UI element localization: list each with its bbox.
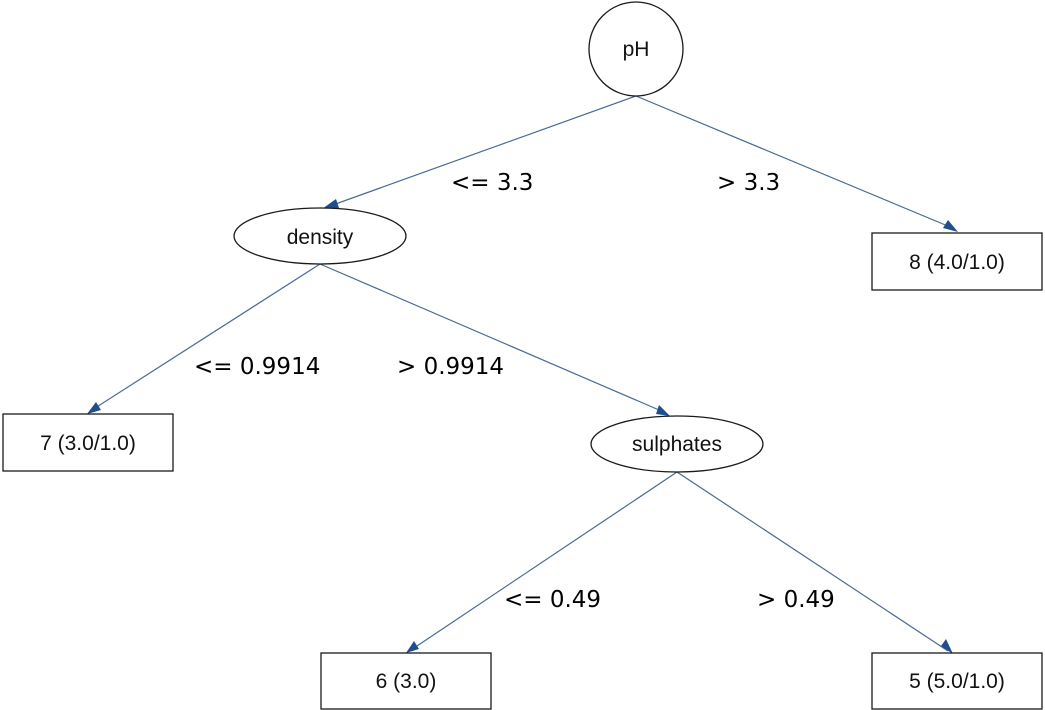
- leaf-5-label: 5 (5.0/1.0): [909, 670, 1005, 693]
- node-density-label: density: [287, 226, 354, 249]
- edge-ph-to-density: [329, 95, 637, 207]
- leaf-8-label: 8 (4.0/1.0): [909, 251, 1005, 274]
- leaf-6-label: 6 (3.0): [376, 670, 437, 693]
- arrow-head: [87, 402, 101, 414]
- node-sulphates-label: sulphates: [632, 433, 722, 456]
- edge-sulphates-to-leaf-5: [676, 471, 949, 652]
- edge-label-sulphates-right: > 0.49: [757, 587, 835, 613]
- leaf-7-label: 7 (3.0/1.0): [40, 432, 136, 455]
- node-ph-circle: [588, 1, 684, 97]
- edge-density-to-leaf-7: [91, 263, 321, 411]
- leaf-7: 7 (3.0/1.0): [2, 413, 174, 472]
- arrow-head: [322, 199, 339, 209]
- leaf-8: 8 (4.0/1.0): [871, 232, 1043, 291]
- edge-sulphates-to-leaf-6: [410, 471, 678, 651]
- node-density-ellipse: [233, 207, 407, 265]
- edge-labels: <= 3.3 > 3.3 <= 0.9914 > 0.9914 <= 0.49 …: [194, 170, 835, 613]
- edge-ph-to-leaf-8: [635, 95, 956, 230]
- node-density: density: [233, 207, 407, 265]
- edge-label-density-left: <= 0.9914: [194, 354, 320, 380]
- edge-label-ph-left: <= 3.3: [451, 170, 533, 196]
- node-ph: pH: [588, 1, 684, 97]
- edge-density-to-sulphates: [319, 263, 667, 414]
- node-ph-label: pH: [623, 38, 650, 61]
- edge-label-density-right: > 0.9914: [397, 354, 504, 380]
- node-sulphates-ellipse: [590, 415, 764, 473]
- arrow-head: [406, 641, 419, 653]
- edge-label-ph-right: > 3.3: [717, 170, 780, 196]
- leaf-5: 5 (5.0/1.0): [871, 652, 1043, 710]
- leaf-7-box: [2, 413, 174, 472]
- arrow-head: [941, 639, 953, 654]
- leaf-5-box: [871, 652, 1043, 710]
- edge-label-sulphates-left: <= 0.49: [504, 587, 601, 613]
- leaf-6-box: [320, 652, 492, 710]
- node-sulphates: sulphates: [590, 415, 764, 473]
- arrow-head: [943, 220, 958, 232]
- leaf-8-box: [871, 232, 1043, 291]
- edges: [87, 95, 958, 654]
- arrow-head: [656, 405, 670, 416]
- leaf-6: 6 (3.0): [320, 652, 492, 710]
